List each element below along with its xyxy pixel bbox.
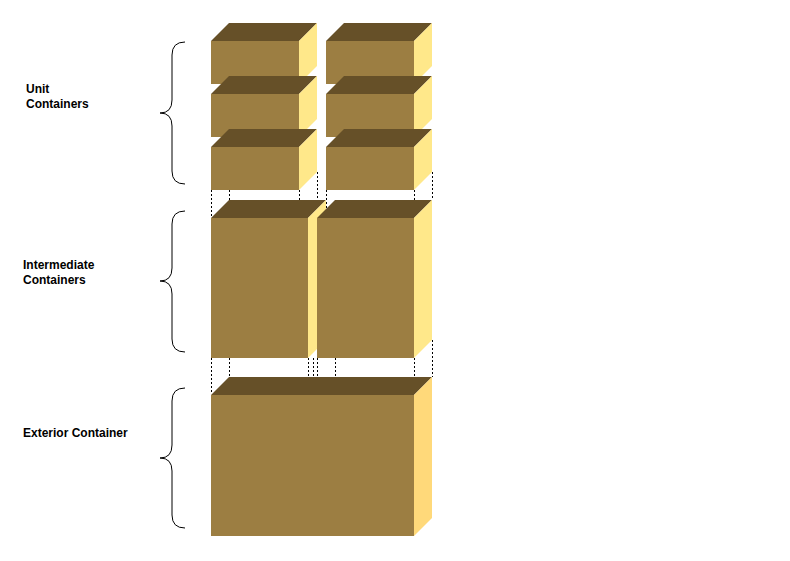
intermediate-boxes — [211, 200, 432, 358]
exterior-box — [211, 377, 432, 536]
brackets — [160, 42, 185, 528]
unit-boxes — [211, 23, 432, 190]
group-label: Intermediate Containers — [23, 258, 123, 288]
dotted-guides — [212, 172, 433, 393]
group-label: Exterior Container — [23, 426, 163, 441]
group-label: Unit Containers — [26, 82, 106, 112]
